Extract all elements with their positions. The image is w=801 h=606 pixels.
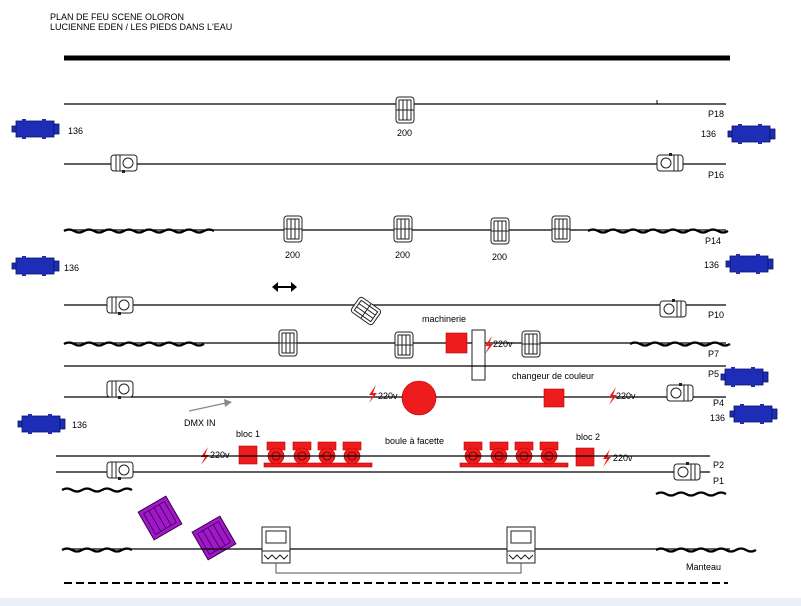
par-can-icon (292, 441, 312, 465)
pc-fixture-icon (490, 217, 510, 245)
par-can-icon (266, 441, 286, 465)
curtain-right (655, 547, 757, 553)
pc-fixture-icon (278, 329, 298, 357)
bar-p16-label: P16 (708, 170, 724, 180)
color-changer-icon (471, 365, 486, 381)
fixture-label: 200 (395, 250, 410, 260)
mover-label: 136 (68, 126, 83, 136)
moving-head-icon (720, 366, 769, 388)
fixture-label: 200 (492, 252, 507, 262)
spot-fixture-icon (673, 461, 701, 481)
moving-head-icon (11, 255, 60, 277)
dmx-arrow-icon (188, 399, 232, 412)
machinerie-box (445, 332, 468, 354)
curtain-left (63, 228, 215, 234)
par-can-icon (489, 441, 509, 465)
power-bolt-icon (485, 336, 493, 354)
mover-label: 136 (701, 129, 716, 139)
bar-p7-label: P7 (708, 349, 719, 359)
pc-fixture-icon (521, 330, 541, 358)
plan-title: PLAN DE FEU SCENE OLORON (50, 12, 184, 22)
par-can-icon (539, 441, 559, 465)
pc-fixture-icon (393, 215, 413, 243)
mirror-ball-icon (401, 380, 437, 416)
curtain-right (587, 228, 729, 234)
bar-p5-label: P5 (708, 369, 719, 379)
spot-fixture-icon (110, 154, 138, 174)
bloc1-label: bloc 1 (236, 429, 260, 439)
fixture-label: 200 (397, 128, 412, 138)
bar-p2-label: P2 (713, 460, 724, 470)
bar-p10-label: P10 (708, 310, 724, 320)
power-label: 220v (613, 453, 633, 463)
curtain-left (63, 341, 205, 347)
fixture-label: 200 (285, 250, 300, 260)
moving-head-icon (727, 123, 776, 145)
changeur-label: changeur de couleur (512, 371, 594, 381)
cyclo-icon (191, 515, 237, 561)
power-bolt-icon (603, 449, 611, 467)
power-label: 220v (493, 339, 513, 349)
spot-fixture-icon (666, 382, 694, 402)
flood-cable (275, 563, 522, 574)
dmx-label: DMX IN (184, 418, 216, 428)
moving-head-icon (11, 118, 60, 140)
moving-head-icon (729, 403, 778, 425)
curtain-right (629, 341, 731, 347)
machinerie-label: machinerie (422, 314, 466, 324)
bar-p18-label: P18 (708, 109, 724, 119)
mover-label: 136 (72, 420, 87, 430)
moving-head-icon (17, 413, 66, 435)
double-arrow-icon (272, 282, 297, 292)
spot-fixture-icon (106, 461, 134, 481)
dimmer-bloc1 (238, 445, 258, 465)
par-can-icon (317, 441, 337, 465)
bar-p4-label: P4 (713, 398, 724, 408)
bloc2-label: bloc 2 (576, 432, 600, 442)
bar-p14-label: P14 (705, 236, 721, 246)
mover-label: 136 (64, 263, 79, 273)
pc-fixture-icon (394, 331, 414, 359)
power-label: 220v (210, 450, 230, 460)
mover-label: 136 (704, 260, 719, 270)
moving-head-icon (725, 253, 774, 275)
mover-label: 136 (710, 413, 725, 423)
pc-fixture-icon (349, 295, 383, 327)
pc-fixture-icon (551, 215, 571, 243)
curtain-right (655, 491, 727, 497)
machinerie-unit (471, 329, 486, 367)
curtain-left (61, 487, 133, 493)
spot-fixture-icon (106, 380, 134, 400)
spot-fixture-icon (656, 152, 684, 172)
par-can-icon (514, 441, 534, 465)
par-can-icon (463, 441, 483, 465)
color-changer-box (543, 388, 565, 408)
curtain-left (61, 547, 133, 553)
led-bar-right (459, 462, 569, 468)
pc-fixture-icon (395, 96, 415, 124)
flood-fixture-icon (261, 526, 291, 564)
spot-fixture-icon (106, 296, 134, 316)
led-bar-left (263, 462, 373, 468)
power-label: 220v (616, 391, 636, 401)
dimmer-bloc2 (575, 447, 595, 467)
plan-subtitle: LUCIENNE EDEN / LES PIEDS DANS L'EAU (50, 22, 232, 32)
boule-label: boule à facette (385, 436, 444, 446)
spot-fixture-icon (659, 298, 687, 318)
power-label: 220v (378, 391, 398, 401)
pc-fixture-icon (283, 215, 303, 243)
cyclo-icon (137, 495, 183, 541)
manteau-label: Manteau (686, 562, 721, 572)
power-bolt-icon (369, 385, 377, 403)
par-can-icon (342, 441, 362, 465)
bar-p1-label: P1 (713, 476, 724, 486)
flood-fixture-icon (506, 526, 536, 564)
